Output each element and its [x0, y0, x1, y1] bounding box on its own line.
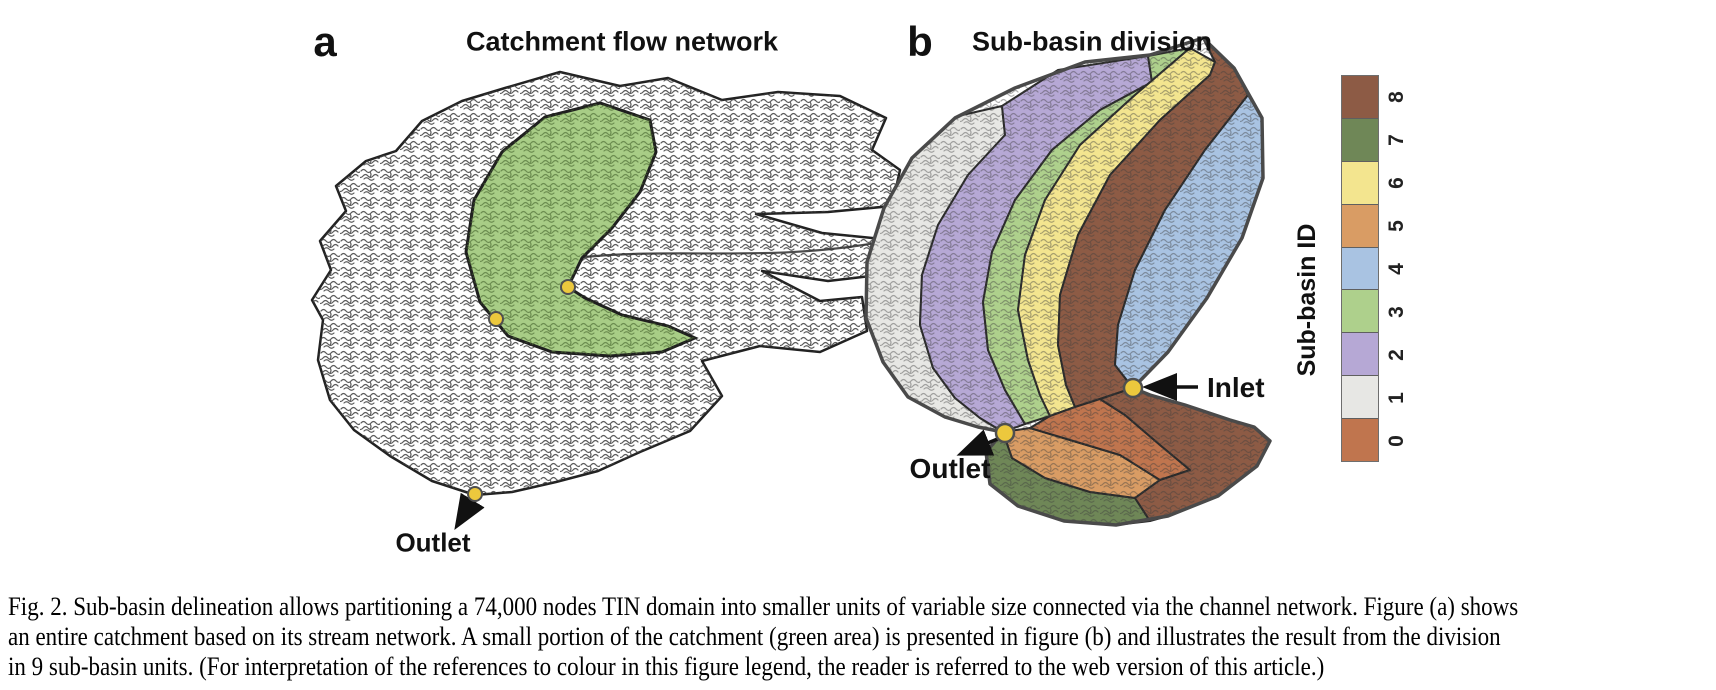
colorbar-segment-1	[1342, 376, 1378, 420]
colorbar-tick-3: 3	[1385, 305, 1408, 318]
outlet-label-a: Outlet	[395, 527, 471, 558]
colorbar-segment-5	[1342, 204, 1378, 248]
figure-caption: Fig. 2. Sub-basin delineation allows par…	[8, 592, 1716, 688]
subbasin-network-texture	[866, 38, 1270, 525]
caption-line-1: Fig. 2. Sub-basin delineation allows par…	[8, 592, 1519, 621]
subbasin-colorbar	[1341, 75, 1379, 462]
caption-line-3: in 9 sub-basin units. (For interpretatio…	[8, 652, 1325, 681]
outlet-marker-a	[467, 486, 483, 502]
colorbar-segment-3	[1342, 290, 1378, 334]
colorbar-segment-7	[1342, 118, 1378, 162]
colorbar-tick-4: 4	[1385, 262, 1408, 275]
colorbar-segment-6	[1342, 161, 1378, 205]
main-channel	[574, 238, 893, 260]
colorbar-tick-7: 7	[1385, 133, 1408, 146]
panel-a-title: Catchment flow network	[465, 26, 779, 57]
outlet-marker-b	[994, 422, 1016, 444]
inlet-label-b: Inlet	[1207, 372, 1265, 403]
catchment-network-texture	[312, 72, 900, 495]
outlet-arrow-a	[454, 492, 485, 530]
inlet-marker-b	[1122, 377, 1144, 399]
subbasin-colorbar-ticks: 8 7 6 5 4 3 2 1 0	[1382, 75, 1412, 462]
colorbar-segment-2	[1342, 333, 1378, 377]
panel-b-title: Sub-basin division	[971, 26, 1213, 57]
panel-a-letter: a	[313, 18, 337, 65]
outlet-label-b: Outlet	[909, 453, 991, 484]
colorbar-tick-2: 2	[1385, 348, 1408, 361]
colorbar-tick-5: 5	[1385, 219, 1408, 232]
colorbar-title: Sub-basin ID	[1293, 223, 1321, 377]
panel-b-letter: b	[907, 18, 933, 65]
panel-b-subbasins	[864, 36, 1272, 527]
colorbar-tick-8: 8	[1385, 90, 1408, 103]
subbasin-domain-outline	[864, 36, 1272, 527]
colorbar-segment-8	[1342, 76, 1378, 119]
colorbar-tick-0: 0	[1385, 434, 1408, 447]
colorbar-tick-6: 6	[1385, 176, 1408, 189]
highlighted-subcatchment-texture	[466, 103, 695, 356]
colorbar-tick-1: 1	[1385, 391, 1408, 404]
inlet-point-marker-a	[560, 279, 576, 295]
colorbar-segment-0	[1342, 419, 1378, 462]
caption-line-2: an entire catchment based on its stream …	[8, 622, 1501, 651]
outlet-point-marker-a	[488, 311, 504, 327]
outlet-arrow-b	[956, 429, 1001, 456]
colorbar-segment-4	[1342, 247, 1378, 291]
panel-a-catchment	[310, 70, 902, 530]
